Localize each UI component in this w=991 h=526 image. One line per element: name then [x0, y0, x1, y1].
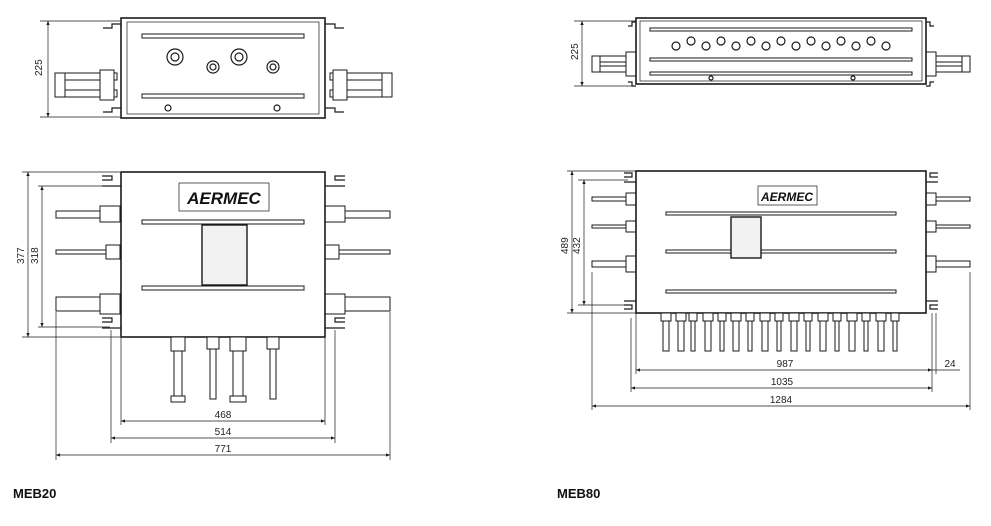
- meb80-logo: AERMEC: [760, 190, 813, 204]
- meb80-caption: MEB80: [557, 486, 601, 501]
- meb80-top-height-label: 225: [570, 43, 581, 60]
- meb20-top-view: 225: [34, 17, 393, 119]
- meb80-bottom-connections: [660, 312, 900, 352]
- meb20-logo: AERMEC: [186, 189, 261, 208]
- meb20-width-total-label: 771: [215, 444, 232, 455]
- meb80-side-offset-label: 24: [944, 359, 956, 370]
- meb20-top-height-label: 225: [34, 59, 45, 76]
- meb20-front-view: 377 318 AERMEC: [16, 171, 391, 460]
- meb80-top-view: 225: [570, 17, 971, 87]
- meb20-width-box-label: 468: [215, 410, 232, 421]
- meb80-width-brackets-label: 1035: [771, 377, 794, 388]
- meb20-caption: MEB20: [13, 486, 57, 501]
- meb80-width-box-label: 987: [777, 359, 794, 370]
- meb80-top-connections: [671, 36, 891, 51]
- meb20-width-brackets-label: 514: [215, 427, 232, 438]
- meb80-height-outer-label: 489: [560, 237, 571, 254]
- meb80-width-total-label: 1284: [770, 395, 793, 406]
- meb80-front-view: 489 432 AERMEC: [560, 170, 971, 410]
- meb20-height-outer-label: 377: [16, 247, 27, 264]
- meb20-height-inner-label: 318: [30, 247, 41, 264]
- meb80-height-inner-label: 432: [572, 237, 583, 254]
